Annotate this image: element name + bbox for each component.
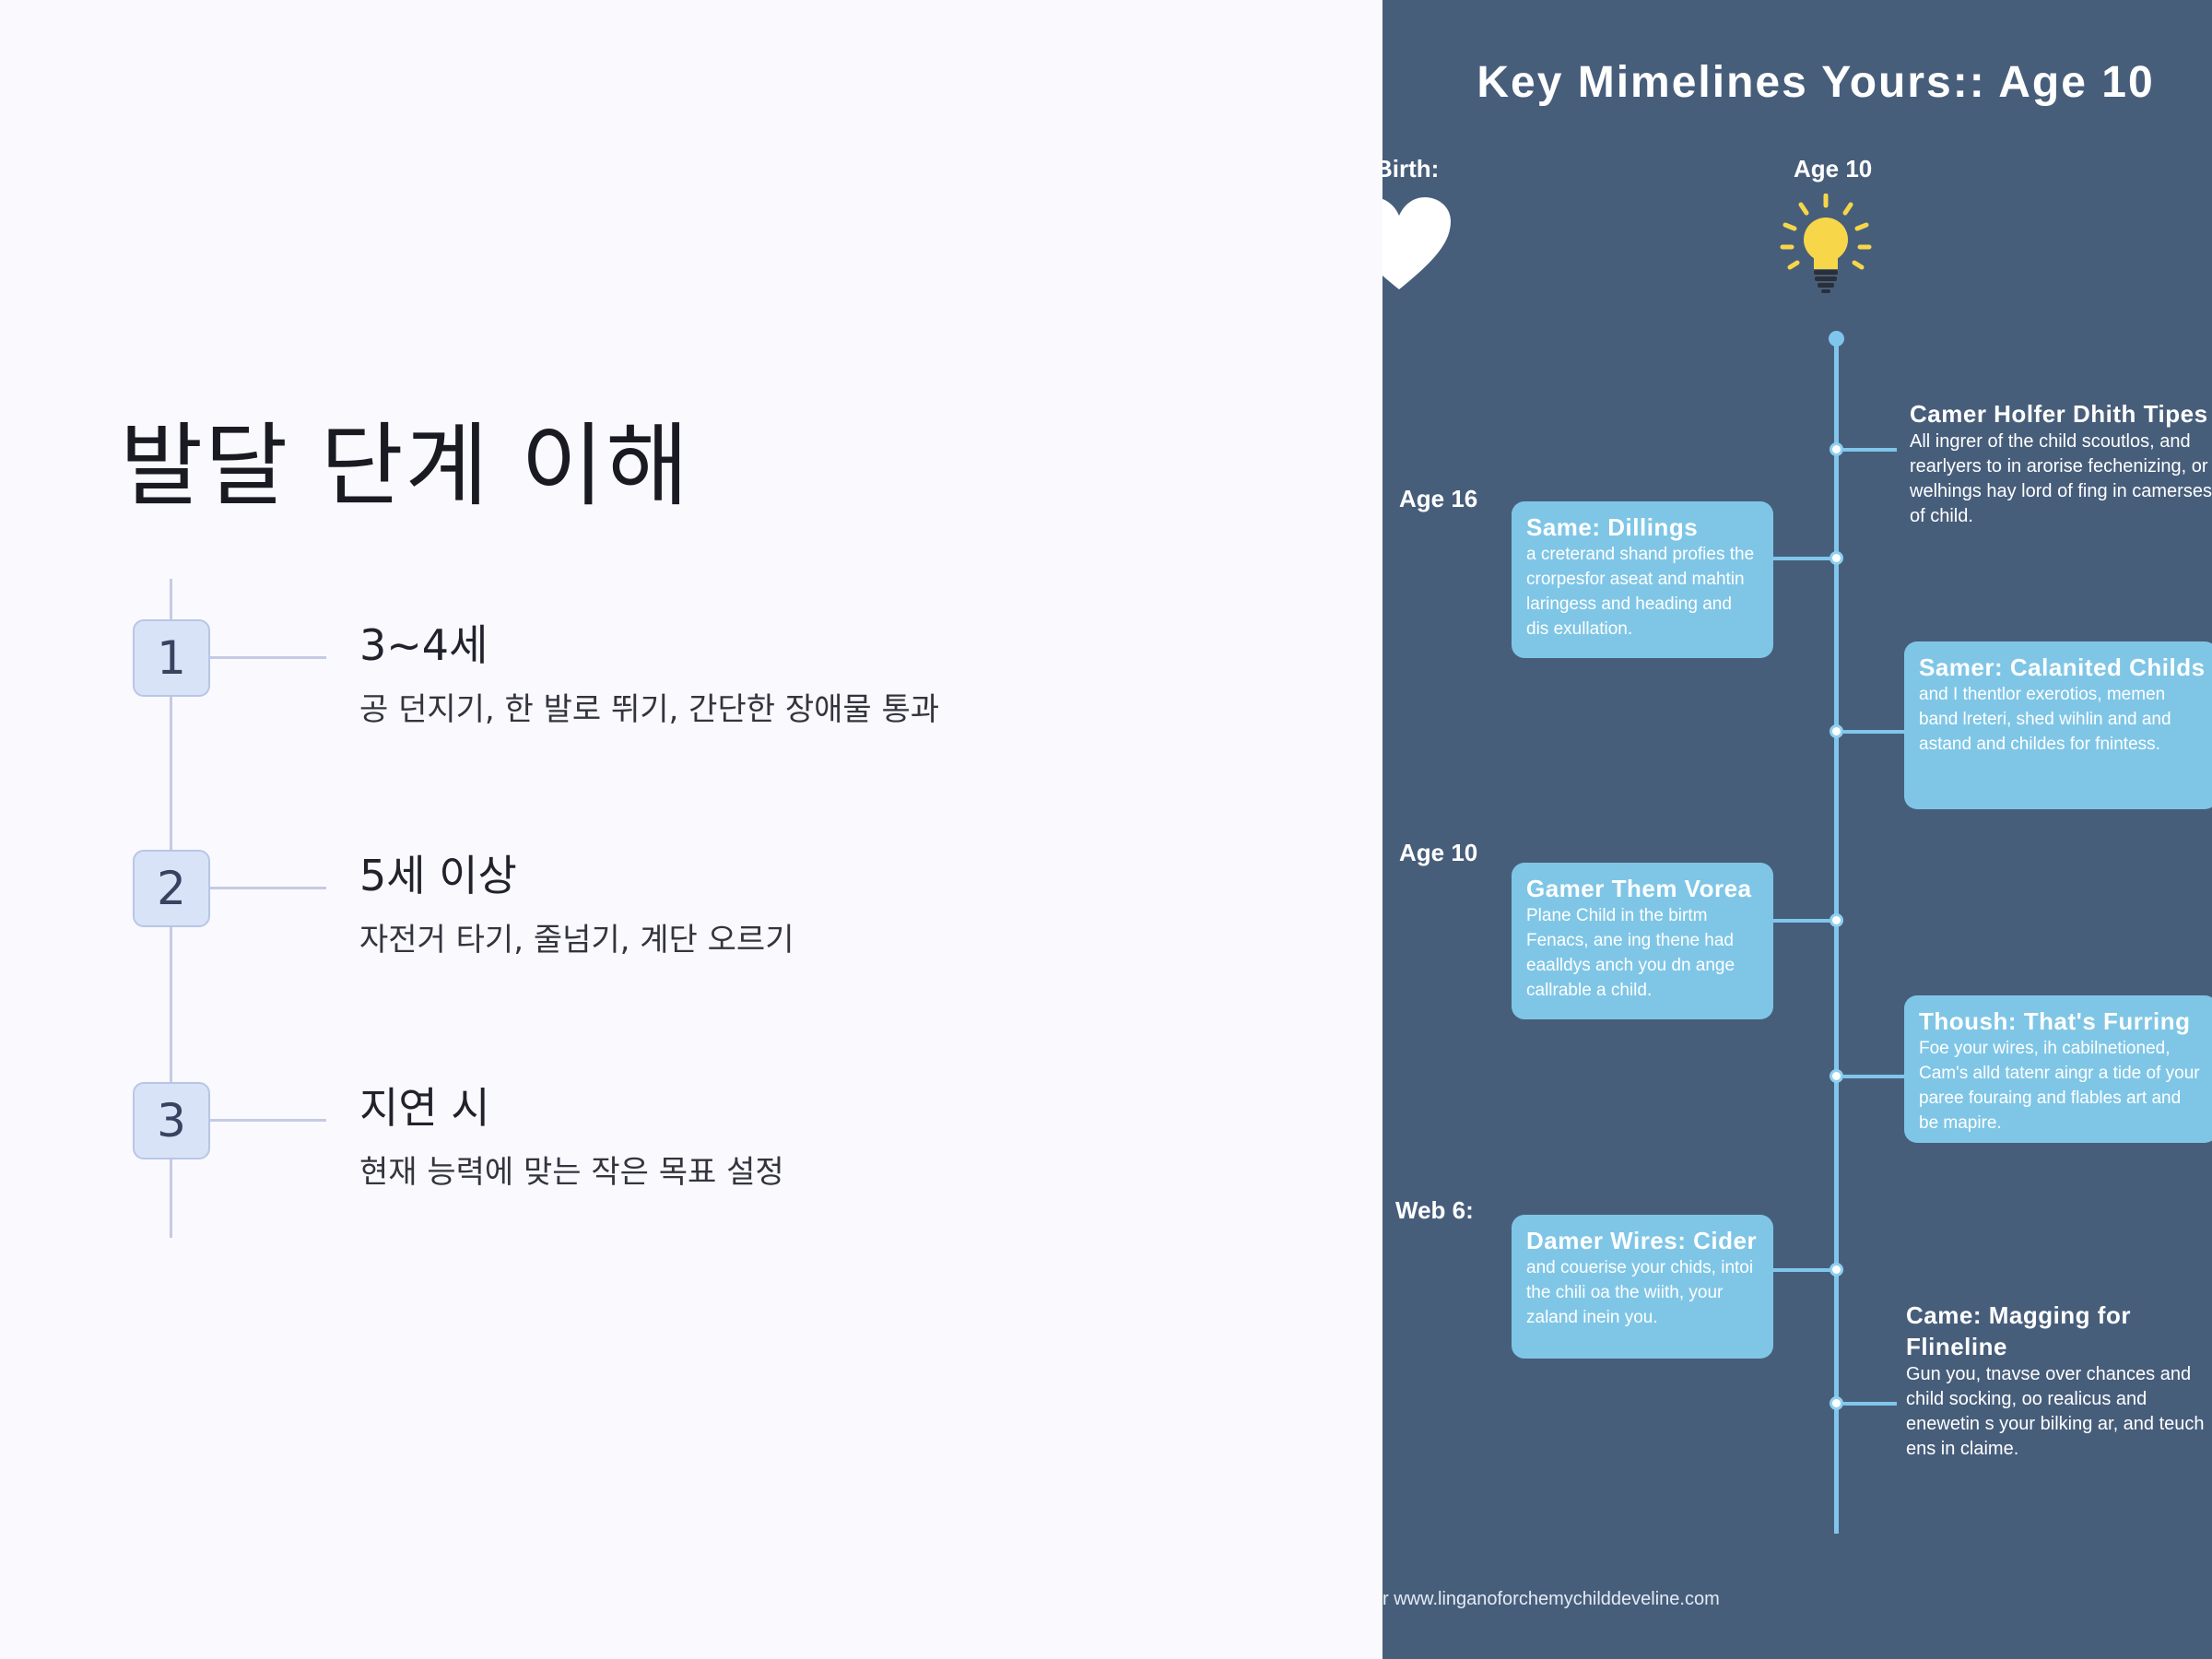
- timeline-entry-title: Came: Magging for Flineline: [1906, 1301, 2131, 1360]
- timeline-card: Damer Wires: Cider and couerise your chi…: [1512, 1215, 1773, 1359]
- timeline-card: Thoush: That's Furring Foe your wires, i…: [1904, 995, 2212, 1143]
- age-10-top-label: Age 10: [1794, 155, 1873, 182]
- step-description: 공 던지기, 한 발로 뛰기, 간단한 장애물 통과: [359, 691, 940, 728]
- timeline-entry: Camer Holfer Dhith Tipes All ingrer of t…: [1910, 398, 2212, 529]
- age-label: Age 10: [1399, 839, 1478, 866]
- timeline-card-title: Samer: Calanited Childs: [1919, 653, 2206, 681]
- timeline-card: Gamer Them Vorea Plane Child in the birt…: [1512, 863, 1773, 1019]
- timeline-card-title: Gamer Them Vorea: [1526, 875, 1752, 902]
- timeline-entry-body: All ingrer of the child scoutlos, and re…: [1910, 431, 2212, 526]
- timeline-connector: [1773, 1268, 1830, 1272]
- lightbulb-icon: [1780, 194, 1872, 293]
- timeline-node: [1830, 551, 1843, 565]
- step-item: 1 3~4세 공 던지기, 한 발로 뛰기, 간단한 장애물 통과: [0, 581, 1290, 728]
- timeline-card-body: Plane Child in the birtm Fenacs, ane ing…: [1526, 906, 1735, 1000]
- page-title: 발달 단계 이해: [120, 414, 691, 519]
- timeline-node: [1830, 724, 1843, 738]
- timeline-card-title: Damer Wires: Cider: [1526, 1227, 1758, 1254]
- step-number-badge: 3: [133, 1082, 210, 1159]
- step-number-badge: 2: [133, 850, 210, 927]
- step-connector: [210, 1119, 326, 1122]
- timeline-connector: [1843, 448, 1897, 452]
- timeline-connector: [1843, 1075, 1904, 1078]
- age-label: Web 6:: [1395, 1196, 1474, 1224]
- step-item: 2 5세 이상 자전거 타기, 줄넘기, 계단 오르기: [0, 811, 1290, 959]
- timeline-card-body: Foe your wires, ih cabilnetioned, Cam's …: [1919, 1039, 2200, 1133]
- timeline-connector: [1843, 1402, 1897, 1406]
- timeline-card: Samer: Calanited Childs and I thentlor e…: [1904, 641, 2212, 809]
- timeline-node: [1830, 1263, 1843, 1277]
- timeline-node: [1830, 913, 1843, 927]
- timeline-entry-title: Camer Holfer Dhith Tipes: [1910, 400, 2208, 428]
- timeline-node: [1830, 1069, 1843, 1083]
- timeline-card-body: and couerise your chids, intoi the chili…: [1526, 1258, 1754, 1327]
- timeline-card-body: and I thentlor exerotios, memen band lre…: [1919, 685, 2171, 754]
- timeline-card-title: Same: Dillings: [1526, 513, 1699, 541]
- timeline-entry-body: Gun you, tnavse over chances and child s…: [1906, 1364, 2205, 1459]
- timeline-connector: [1773, 919, 1830, 923]
- timeline-axis-start: [1829, 331, 1844, 347]
- step-description: 현재 능력에 맞는 작은 목표 설정: [359, 1154, 784, 1191]
- timeline-node: [1830, 1396, 1843, 1410]
- step-description: 자전거 타기, 줄넘기, 계단 오르기: [359, 922, 794, 959]
- step-connector: [210, 656, 326, 659]
- step-connector: [210, 887, 326, 889]
- timeline-connector: [1843, 730, 1904, 734]
- timeline-card-body: a creterand shand profies the crorpesfor…: [1526, 545, 1755, 639]
- infographic-title: Key Mimelines Yours:: Age 10: [1477, 58, 2155, 107]
- timeline-card-title: Thoush: That's Furring: [1919, 1007, 2191, 1035]
- timeline-node: [1830, 442, 1843, 456]
- heart-icon: [1382, 197, 1451, 289]
- step-title: 3~4세: [359, 620, 488, 670]
- age-label: Age 16: [1399, 485, 1478, 512]
- timeline-axis: [1834, 337, 1839, 1534]
- timeline-entry: Came: Magging for Flineline Gun you, tna…: [1906, 1300, 2210, 1462]
- step-title: 5세 이상: [359, 851, 517, 900]
- timeline-infographic: Key Mimelines Yours:: Age 10 Birth: Age …: [1382, 0, 2212, 1659]
- step-number-badge: 1: [133, 619, 210, 697]
- timeline-card: Same: Dillings a creterand shand profies…: [1512, 501, 1773, 658]
- step-item: 3 지연 시 현재 능력에 맞는 작은 목표 설정: [0, 1043, 1290, 1191]
- timeline-connector: [1773, 557, 1830, 560]
- step-title: 지연 시: [359, 1083, 490, 1133]
- birth-label: Birth:: [1382, 155, 1440, 182]
- footer-url: r www.linganoforchemychilddeveline.com: [1382, 1589, 1720, 1609]
